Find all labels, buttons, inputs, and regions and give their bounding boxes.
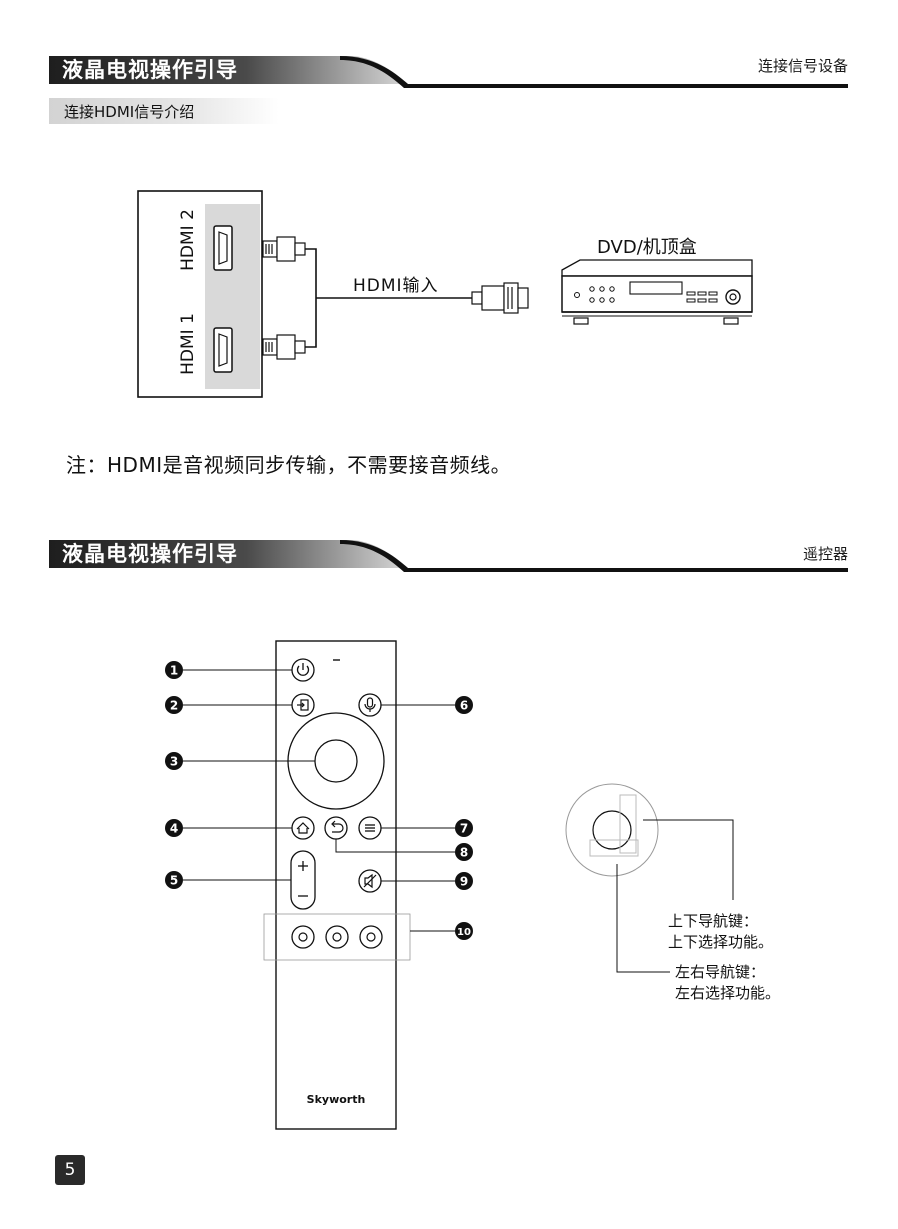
- home-icon: [296, 822, 310, 834]
- input-icon: [297, 699, 309, 711]
- remote-brand-logo: Skyworth: [307, 1093, 366, 1106]
- callout-9: 9: [455, 872, 473, 890]
- callout-3: 3: [165, 752, 183, 770]
- hdmi-cable-split: [305, 248, 317, 348]
- app-button-1: [291, 925, 315, 949]
- callout-leader-lines: [183, 669, 455, 932]
- svg-text:10: 10: [457, 927, 471, 938]
- callout-2: 2: [165, 696, 183, 714]
- home-button: [291, 816, 315, 840]
- svg-text:3: 3: [170, 755, 178, 769]
- nav-key-detail: [565, 783, 734, 973]
- callout-5: 5: [165, 871, 183, 889]
- svg-text:2: 2: [170, 699, 178, 713]
- svg-text:4: 4: [170, 822, 178, 836]
- callout-1: 1: [165, 661, 183, 679]
- mute-icon: [363, 873, 377, 889]
- remote-control-diagram: Skyworth 1 2 3 4 5 6 7 8 9 10: [165, 640, 734, 1130]
- left-right-nav-label-2: 左右选择功能。: [675, 984, 781, 1002]
- svg-text:1: 1: [170, 664, 178, 678]
- callout-10: 10: [455, 922, 473, 940]
- hdmi-note: 注：HDMI是音视频同步传输，不需要接音频线。: [66, 453, 512, 477]
- svg-text:7: 7: [460, 822, 468, 836]
- subsection-bar: [49, 98, 279, 124]
- back-button: [324, 816, 348, 840]
- ok-button: [314, 739, 358, 783]
- up-down-nav-label-1: 上下导航键：: [668, 912, 759, 930]
- mute-button: [358, 869, 382, 893]
- power-icon: [296, 663, 310, 676]
- menu-icon: [365, 824, 375, 832]
- back-icon: [331, 820, 344, 833]
- section-header-connect: 液晶电视操作引导 连接信号设备: [0, 48, 898, 98]
- input-button: [291, 693, 315, 717]
- dvd-player-illustration: [561, 259, 753, 325]
- hdmi-port-1-label: HDMI 1: [178, 313, 198, 375]
- header-title: 液晶电视操作引导: [62, 542, 238, 566]
- mic-icon: [364, 697, 376, 712]
- callout-6: 6: [455, 696, 473, 714]
- hdmi-plug-top: [262, 236, 306, 262]
- hdmi-port-2: [213, 225, 233, 271]
- header-bar-graphic: [49, 540, 848, 572]
- voice-button: [358, 693, 382, 717]
- app-button-2: [325, 925, 349, 949]
- page-number-box: [55, 1155, 85, 1185]
- up-down-nav-label-2: 上下选择功能。: [668, 933, 774, 951]
- navigation-dpad: [287, 712, 385, 810]
- page-number: 5: [64, 1160, 76, 1180]
- svg-text:9: 9: [460, 875, 468, 889]
- subsection-title: 连接HDMI信号介绍: [64, 103, 195, 121]
- header-section-label: 连接信号设备: [757, 57, 848, 75]
- hdmi-plug-device: [471, 282, 529, 314]
- section-header-remote: 液晶电视操作引导 遥控器: [0, 532, 898, 582]
- hdmi-connection-diagram: HDMI 2 HDMI 1 HDMI输入 DVD/机顶盒: [137, 190, 753, 398]
- volume-rocker: [290, 850, 316, 910]
- callout-8: 8: [455, 843, 473, 861]
- app-buttons-frame: [263, 913, 411, 961]
- header-title: 液晶电视操作引导: [62, 58, 238, 82]
- hdmi-plug-bottom: [262, 334, 306, 360]
- left-right-nav-label-1: 左右导航键：: [675, 963, 766, 981]
- callout-4: 4: [165, 819, 183, 837]
- dvd-device-label: DVD/机顶盒: [597, 237, 697, 258]
- svg-text:8: 8: [460, 846, 468, 860]
- menu-button: [358, 816, 382, 840]
- svg-text:5: 5: [170, 874, 178, 888]
- hdmi-port-1: [213, 327, 233, 373]
- app-button-3: [359, 925, 383, 949]
- header-section-label: 遥控器: [802, 545, 848, 563]
- callout-7: 7: [455, 819, 473, 837]
- hdmi-input-label: HDMI输入: [353, 276, 439, 296]
- svg-text:6: 6: [460, 699, 468, 713]
- hdmi-port-2-label: HDMI 2: [178, 209, 198, 271]
- header-bar-graphic: [49, 56, 848, 88]
- power-button: [291, 658, 315, 682]
